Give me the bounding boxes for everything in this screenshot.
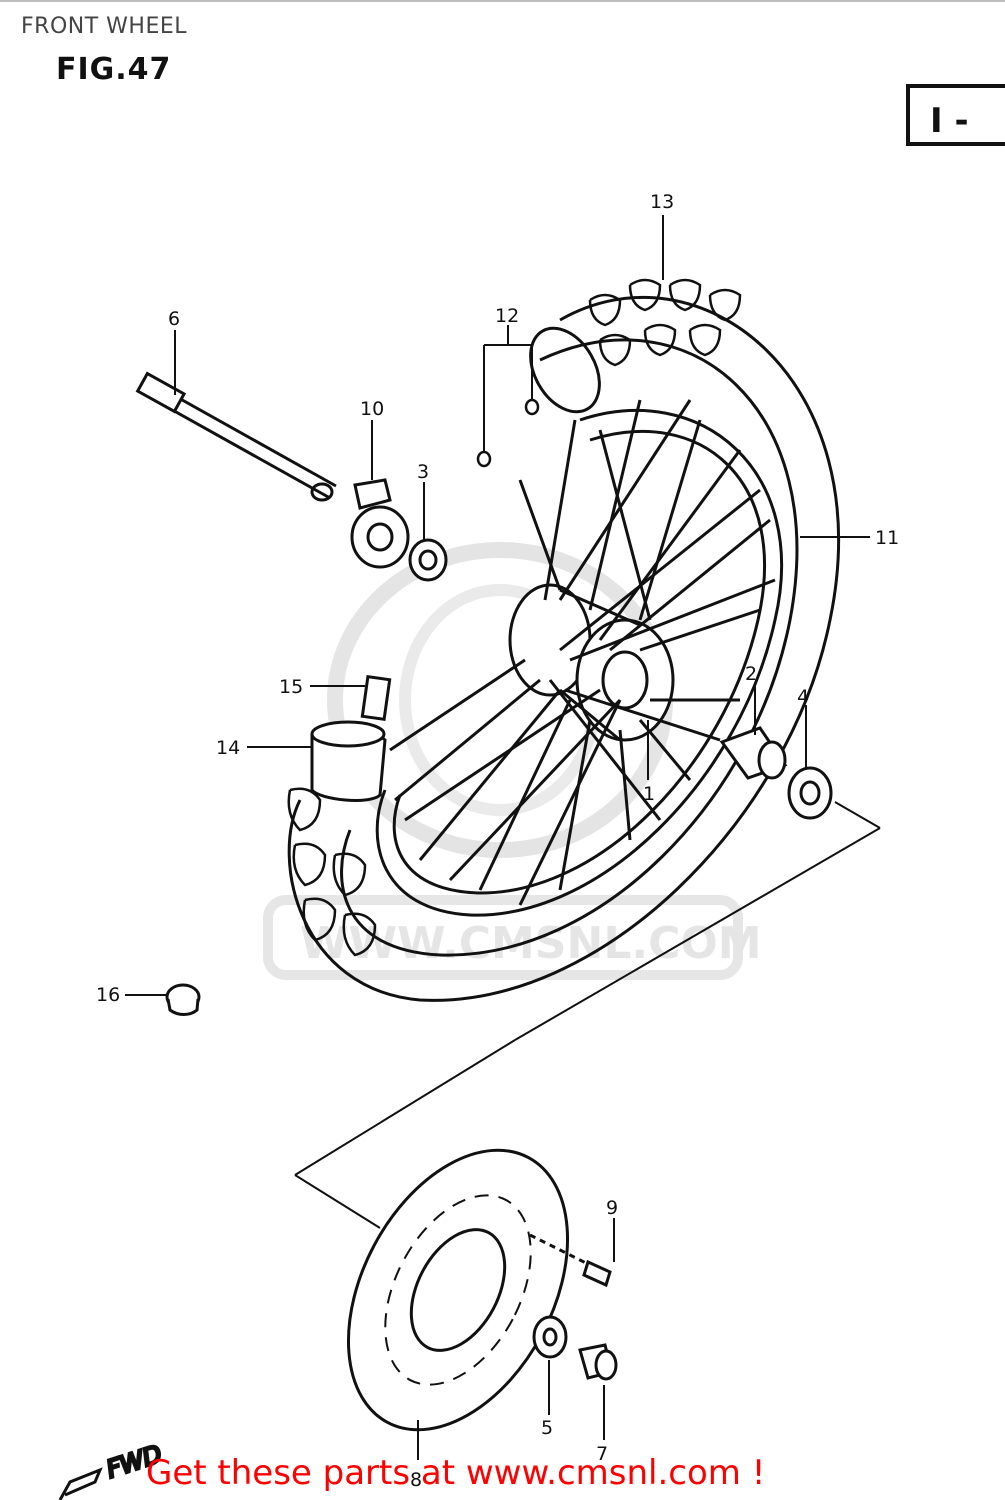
disc-bolt-part-9 bbox=[529, 1233, 612, 1288]
callout-6: 6 bbox=[168, 308, 180, 330]
hub-part bbox=[508, 583, 675, 742]
callout-5: 5 bbox=[541, 1417, 553, 1439]
rim-part bbox=[375, 409, 784, 917]
callout-1: 1 bbox=[643, 783, 655, 805]
spokes bbox=[389, 399, 776, 906]
top-divider bbox=[0, 0, 1005, 2]
tire-part bbox=[287, 278, 841, 1002]
page-title: FRONT WHEEL bbox=[21, 14, 187, 39]
exploded-view-lines bbox=[294, 801, 881, 1229]
callout-7: 7 bbox=[596, 1443, 608, 1465]
callouts: 1 2 3 4 5 6 7 8 9 10 11 12 13 14 15 16 bbox=[96, 191, 899, 1491]
callout-3: 3 bbox=[417, 461, 429, 483]
leader-lines bbox=[125, 215, 870, 1460]
callout-11: 11 bbox=[875, 527, 899, 549]
corner-tag: I - bbox=[906, 84, 1005, 146]
callout-2: 2 bbox=[745, 663, 757, 685]
brake-disc-part bbox=[346, 1148, 570, 1432]
callout-14: 14 bbox=[216, 737, 240, 759]
callout-4: 4 bbox=[797, 686, 809, 708]
callout-10: 10 bbox=[360, 398, 384, 420]
watermark-text: WWW.CMSNL.COM bbox=[300, 918, 762, 969]
spacer-part-3 bbox=[408, 538, 448, 582]
callout-16: 16 bbox=[96, 984, 120, 1006]
figure-number: FIG.47 bbox=[56, 52, 172, 87]
speedo-gearbox-part bbox=[350, 478, 410, 569]
bearing-part-5 bbox=[532, 1315, 568, 1359]
axle-part bbox=[135, 371, 337, 502]
callout-12: 12 bbox=[495, 305, 519, 327]
cap-part-16 bbox=[165, 983, 201, 1016]
callout-9: 9 bbox=[606, 1197, 618, 1219]
callout-8: 8 bbox=[410, 1469, 422, 1491]
callout-13: 13 bbox=[650, 191, 674, 213]
corner-tag-text: I - bbox=[930, 101, 969, 141]
spacer-part-2 bbox=[719, 726, 788, 780]
spoke-nipples-part bbox=[476, 398, 540, 468]
spacer-part-7 bbox=[578, 1343, 618, 1381]
callout-15: 15 bbox=[279, 676, 303, 698]
rim-lock-part bbox=[310, 674, 392, 802]
cta-link[interactable]: Get these parts at www.cmsnl.com ! bbox=[146, 1453, 766, 1493]
oil-seal-part-4 bbox=[787, 766, 833, 820]
